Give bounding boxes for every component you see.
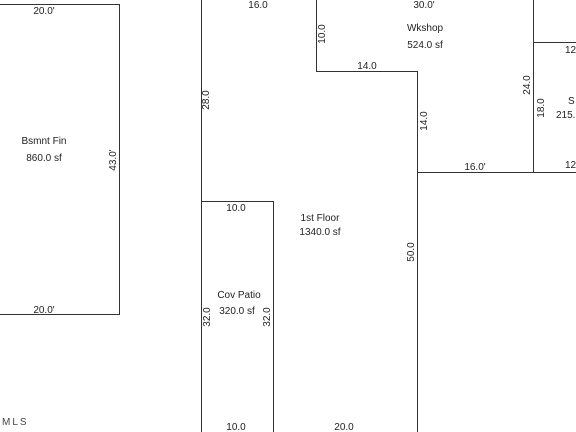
cov-patio-left-dimension: 32.0 — [202, 307, 213, 327]
bsmnt-fin-name: Bsmnt Fin — [21, 136, 66, 147]
cov-patio-name: Cov Patio — [217, 290, 261, 301]
cov-patio-wall — [201, 201, 274, 432]
wkshop-top-dimension: 30.0' — [413, 0, 434, 11]
cov-patio-right-dimension: 32.0 — [262, 307, 273, 327]
wkshop-name: Wkshop — [407, 23, 444, 34]
partial-right-bottom-dimension: 12 — [565, 160, 576, 171]
partial-right-top-dimension: 12 — [565, 45, 576, 56]
first-floor-wall — [316, 0, 418, 432]
bsmnt-fin-wall — [0, 4, 120, 315]
cov-patio-room: Cov Patio 320.0 sf 10.0 10.0 32.0 32.0 — [201, 201, 274, 432]
partial-right-room: S 215. 12 12 18.0 — [533, 42, 576, 171]
bsmnt-fin-area: 860.0 sf — [26, 153, 62, 164]
floor-step-dimension: 16.0' — [464, 162, 485, 173]
bsmnt-fin-bottom-dimension: 20.0' — [33, 305, 54, 316]
floor-notch-dimension: 14.0 — [419, 111, 430, 131]
floor-bottom-dimension: 20.0 — [334, 422, 354, 432]
wkshop-area: 524.0 sf — [407, 40, 443, 51]
partial-right-left-dimension: 18.0 — [536, 98, 547, 118]
wkshop-right-dimension: 24.0 — [522, 75, 533, 95]
first-floor-name: 1st Floor — [301, 213, 341, 224]
partial-right-name: S — [568, 96, 575, 107]
floor-left-dimension: 28.0 — [201, 90, 212, 110]
first-floor-room: 1st Floor 1340.0 sf 16.0 28.0 14.0 16.0'… — [201, 0, 576, 432]
floor-top-dimension: 16.0 — [248, 0, 268, 11]
cov-patio-area: 320.0 sf — [219, 306, 255, 317]
cov-patio-top-dimension: 10.0 — [226, 203, 246, 214]
mls-watermark: MLS — [2, 417, 29, 428]
wkshop-left-dimension: 10.0 — [317, 24, 328, 44]
cov-patio-bottom-dimension: 10.0 — [226, 422, 246, 432]
wkshop-bottom-dimension: 14.0 — [357, 61, 377, 72]
partial-right-area: 215. — [556, 110, 575, 121]
first-floor-area: 1340.0 sf — [299, 227, 340, 238]
bsmnt-fin-top-dimension: 20.0' — [33, 6, 54, 17]
wkshop-room: Wkshop 524.0 sf 30.0' 10.0 14.0 24.0 — [317, 0, 534, 173]
floor-right-dimension: 50.0 — [406, 242, 417, 262]
bsmnt-fin-right-dimension: 43.0' — [108, 149, 119, 170]
bsmnt-fin-room: Bsmnt Fin 860.0 sf 20.0' 20.0' 43.0' — [0, 4, 120, 316]
